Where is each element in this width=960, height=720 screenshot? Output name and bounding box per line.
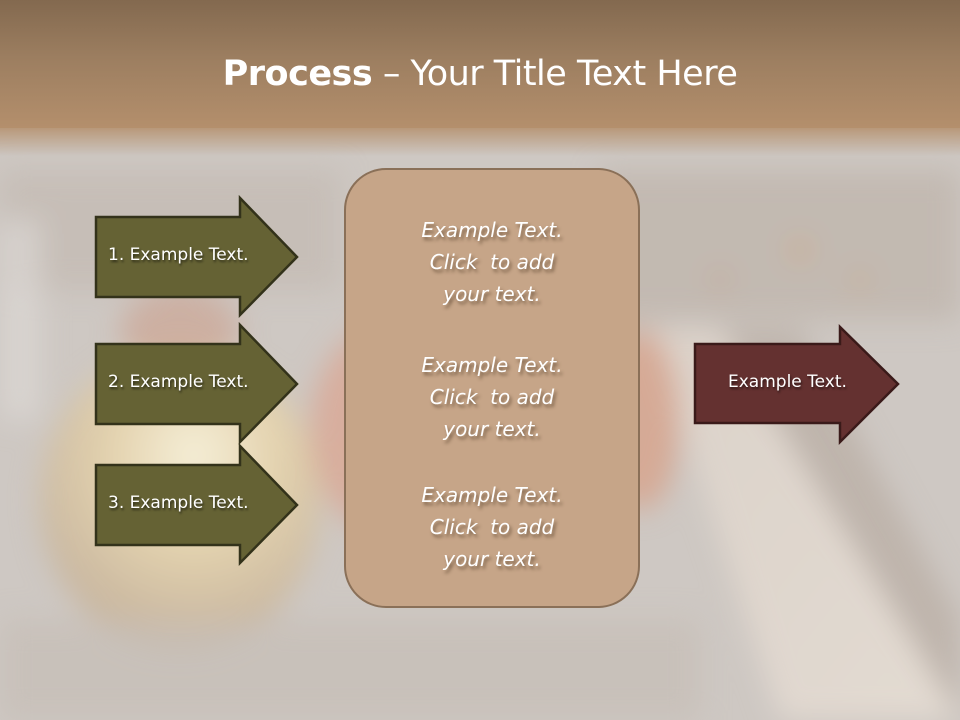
slide-title[interactable]: Process – Your Title Text Here: [0, 52, 960, 96]
title-band: [0, 0, 960, 128]
center-text-line: Click to add: [429, 385, 555, 409]
right-arrow-shape-icon: [693, 324, 900, 446]
center-text-line: your text.: [443, 417, 541, 441]
process-step-arrow-2[interactable]: 2. Example Text.: [94, 321, 299, 446]
center-text-block-3: Example Text. Click to add your text.: [346, 479, 638, 575]
title-bold: Process: [222, 54, 373, 94]
center-text-line: Click to add: [429, 250, 555, 274]
title-band-fade: [0, 126, 960, 156]
step-1-label: 1. Example Text.: [108, 245, 249, 265]
center-text-line: Example Text.: [421, 483, 563, 507]
center-text-line: Example Text.: [421, 218, 563, 242]
process-step-arrow-1[interactable]: 1. Example Text.: [94, 194, 299, 319]
title-rest: – Your Title Text Here: [372, 54, 738, 94]
result-arrow[interactable]: Example Text.: [693, 324, 900, 446]
center-text-block-2: Example Text. Click to add your text.: [346, 349, 638, 445]
right-arrow-shape-icon: [94, 321, 299, 446]
center-text-line: Example Text.: [421, 353, 563, 377]
right-arrow-shape-icon: [94, 194, 299, 319]
step-3-label: 3. Example Text.: [108, 493, 249, 513]
process-step-arrow-3[interactable]: 3. Example Text.: [94, 442, 299, 567]
right-arrow-shape-icon: [94, 442, 299, 567]
center-text-box[interactable]: Example Text. Click to add your text. Ex…: [344, 168, 640, 608]
center-text-line: Click to add: [429, 515, 555, 539]
center-text-line: your text.: [443, 282, 541, 306]
center-text-line: your text.: [443, 547, 541, 571]
center-text-block-1: Example Text. Click to add your text.: [346, 214, 638, 310]
result-label: Example Text.: [728, 372, 847, 392]
step-2-label: 2. Example Text.: [108, 372, 249, 392]
